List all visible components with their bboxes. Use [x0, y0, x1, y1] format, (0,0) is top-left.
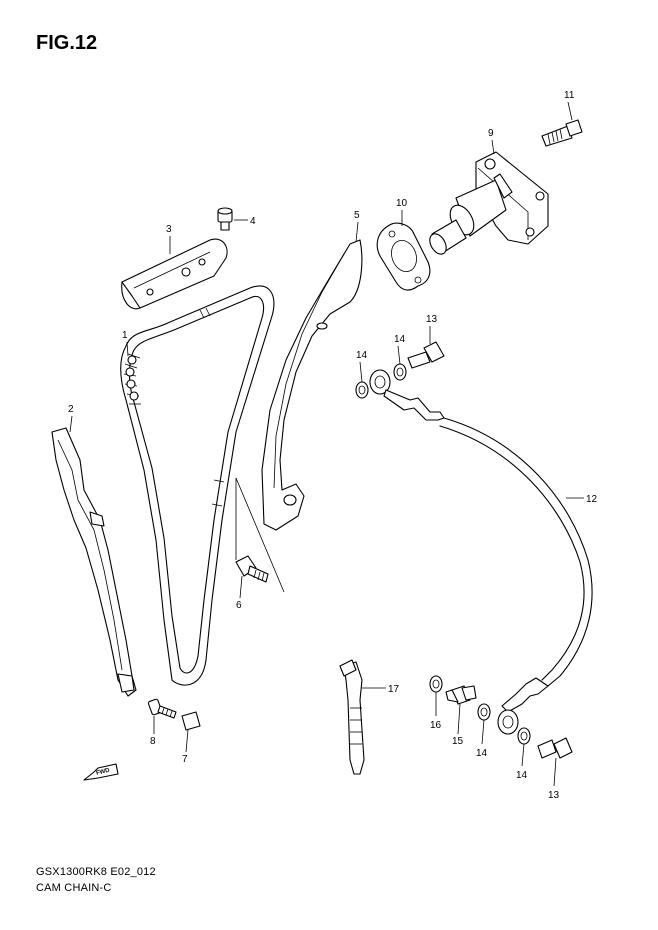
upper-chain-guide — [121, 238, 228, 310]
guide-pivot-bolt — [235, 555, 269, 583]
callout-14-top-left: 14 — [356, 350, 368, 383]
svg-text:7: 7 — [182, 754, 188, 765]
figure-title: FIG.12 — [36, 32, 98, 54]
gasket-top-left — [355, 381, 369, 399]
rear-chain-guide — [51, 427, 137, 697]
callout-12: 12 — [566, 494, 598, 505]
fwd-arrow: FWD — [83, 763, 119, 781]
callout-13-top: 13 — [426, 314, 438, 344]
callout-3: 3 — [166, 224, 172, 254]
svg-text:17: 17 — [388, 684, 400, 695]
svg-text:13: 13 — [426, 314, 438, 325]
hose-banjo-bottom — [497, 709, 519, 735]
oil-hose — [383, 389, 593, 713]
svg-text:1: 1 — [122, 330, 128, 341]
svg-text:2: 2 — [68, 404, 74, 415]
bolt-8 — [147, 698, 177, 719]
alignment-guides — [235, 477, 285, 593]
svg-text:12: 12 — [586, 494, 598, 505]
svg-text:6: 6 — [236, 600, 242, 611]
callout-13-bottom: 13 — [548, 757, 560, 801]
callout-14-bottom-right: 14 — [516, 743, 528, 781]
callout-17: 17 — [362, 684, 400, 695]
callout-14-bottom-left: 14 — [476, 719, 488, 759]
callout-5: 5 — [354, 210, 360, 243]
union-bolt-bottom — [537, 737, 573, 759]
callout-4: 4 — [234, 216, 256, 227]
hose-banjo-top — [369, 369, 391, 395]
svg-text:14: 14 — [476, 748, 488, 759]
callout-1: 1 — [122, 330, 129, 357]
model-code: GSX1300RK8 E02_012 — [36, 866, 156, 878]
callout-16: 16 — [430, 692, 442, 731]
svg-text:14: 14 — [356, 350, 368, 361]
callout-11: 11 — [564, 90, 575, 121]
callout-8: 8 — [150, 716, 156, 747]
tensioner-adjuster — [429, 151, 549, 255]
callout-15: 15 — [452, 703, 464, 747]
svg-text:3: 3 — [166, 224, 172, 235]
chain-tensioner-guide — [261, 239, 363, 531]
clamp — [339, 659, 365, 775]
hose-bolt — [445, 685, 477, 705]
callout-7: 7 — [182, 729, 189, 765]
callout-2: 2 — [68, 404, 74, 433]
gasket-top-right — [393, 363, 407, 381]
svg-text:15: 15 — [452, 736, 464, 747]
svg-text:16: 16 — [430, 720, 442, 731]
svg-text:13: 13 — [548, 790, 560, 801]
svg-text:5: 5 — [354, 210, 360, 221]
callout-10: 10 — [396, 198, 408, 226]
cam-chain — [120, 285, 275, 686]
tensioner-gasket — [376, 222, 431, 291]
svg-text:9: 9 — [488, 128, 494, 139]
washer-16 — [429, 675, 443, 693]
callout-9: 9 — [488, 128, 495, 155]
svg-text:14: 14 — [394, 334, 406, 345]
tensioner-cap-bolt — [541, 119, 583, 147]
washer-7 — [181, 711, 201, 731]
svg-text:4: 4 — [250, 216, 256, 227]
svg-text:14: 14 — [516, 770, 528, 781]
callout-6: 6 — [236, 575, 243, 611]
svg-text:8: 8 — [150, 736, 156, 747]
upper-guide-bolt — [217, 207, 233, 231]
callouts: 1 2 3 4 5 6 7 8 — [68, 90, 598, 801]
fwd-label: FWD — [96, 768, 111, 777]
figure-caption: CAM CHAIN-C — [36, 882, 112, 894]
union-bolt-top — [407, 341, 445, 369]
gasket-bottom-right — [517, 727, 531, 745]
svg-text:11: 11 — [564, 90, 575, 101]
svg-text:10: 10 — [396, 198, 408, 209]
callout-14-top-right: 14 — [394, 334, 406, 365]
gasket-bottom-left — [477, 703, 491, 721]
